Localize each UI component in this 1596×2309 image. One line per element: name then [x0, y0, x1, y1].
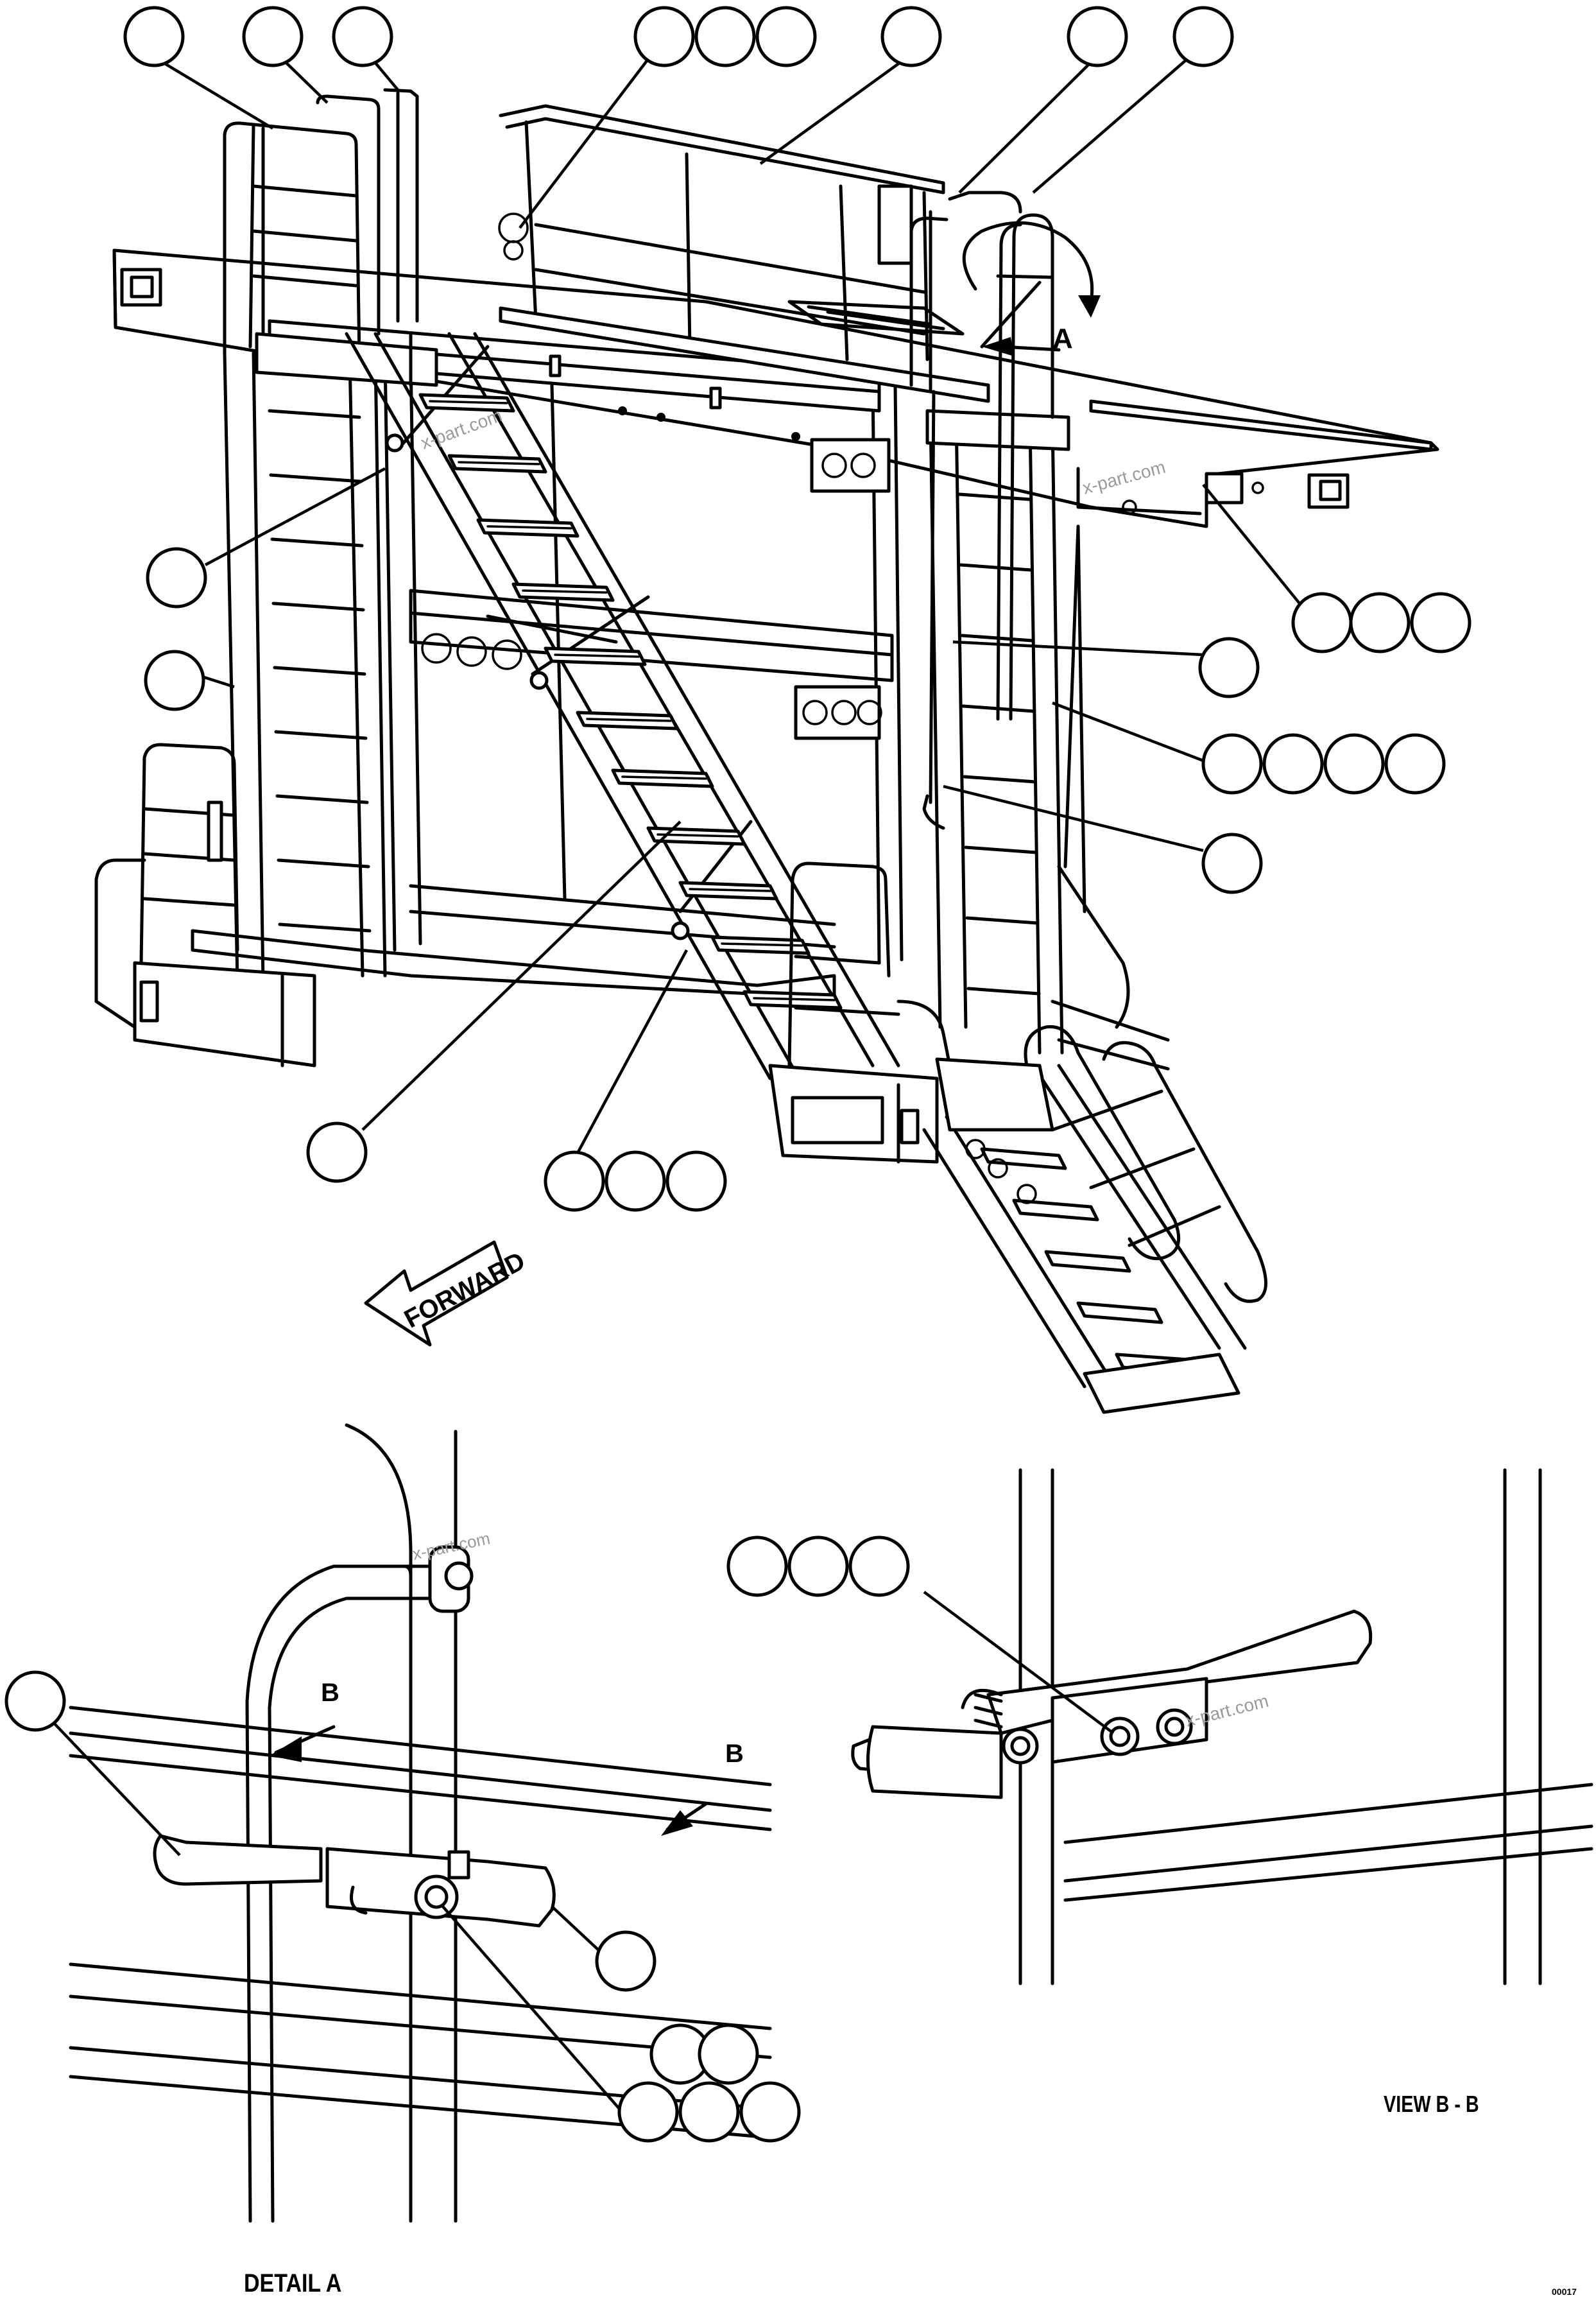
callout-28 — [4, 1670, 66, 1732]
lower-right-stairway — [922, 865, 1267, 1414]
section-letter-b1: B — [321, 1679, 339, 1707]
lower-right-railing — [787, 861, 952, 1068]
callout-32 — [617, 2081, 679, 2143]
top-platform-railing — [498, 104, 990, 403]
callout-17 — [1262, 733, 1324, 795]
callout-9 — [1172, 6, 1234, 67]
forward-arrow: FORWARD — [364, 1240, 529, 1347]
detail-a-view: B B x-part.com DETAIL A — [69, 1423, 772, 2297]
leader-lines — [50, 58, 1301, 2110]
callout-15 — [1198, 637, 1260, 698]
callout-22 — [544, 1150, 605, 1212]
callout-6 — [755, 6, 817, 67]
corner-code: 00017 — [1552, 2287, 1577, 2297]
callout-26 — [787, 1535, 849, 1597]
callout-11 — [144, 650, 205, 711]
callout-12 — [1291, 592, 1353, 653]
right-vertical-ladder — [909, 191, 1101, 1055]
callout-33 — [678, 2081, 740, 2143]
callout-24 — [665, 1150, 727, 1212]
watermark-main-right: x-part.com — [1081, 457, 1168, 498]
callout-29 — [595, 1930, 656, 1992]
callout-23 — [605, 1150, 666, 1212]
callout-8 — [1067, 6, 1128, 67]
callout-31 — [698, 2023, 759, 2085]
callout-4 — [633, 6, 695, 67]
callout-20 — [1201, 833, 1263, 894]
tread-grating — [429, 400, 836, 1001]
lower-deck — [191, 884, 1170, 1071]
frame-posts — [383, 358, 1086, 965]
callout-3 — [332, 6, 393, 67]
callout-21 — [306, 1121, 368, 1183]
callout-14 — [1410, 592, 1472, 653]
view-b-b: x-part.com VIEW B - B 00017 — [851, 1468, 1593, 2297]
callout-13 — [1349, 592, 1411, 653]
section-letter-a: A — [1052, 323, 1073, 354]
callout-5 — [694, 6, 756, 67]
callout-25 — [726, 1535, 788, 1597]
callout-10 — [146, 547, 207, 609]
section-letter-b2: B — [725, 1740, 744, 1768]
detail-a-label: DETAIL A — [244, 2268, 341, 2297]
callout-2 — [242, 6, 304, 67]
callout-27 — [848, 1535, 910, 1597]
main-assembly-view: FORWARD A x-part.com x-part.com — [94, 88, 1439, 1414]
callout-bubbles — [4, 6, 1472, 2143]
main-stairway — [345, 332, 939, 1164]
view-b-b-label: VIEW B - B — [1384, 2091, 1479, 2117]
callout-1 — [123, 6, 185, 67]
callout-34 — [739, 2081, 801, 2143]
left-vertical-ladder — [94, 88, 438, 1068]
callout-16 — [1201, 733, 1263, 795]
callout-18 — [1323, 733, 1385, 795]
callout-7 — [880, 6, 942, 67]
callout-19 — [1384, 733, 1446, 795]
